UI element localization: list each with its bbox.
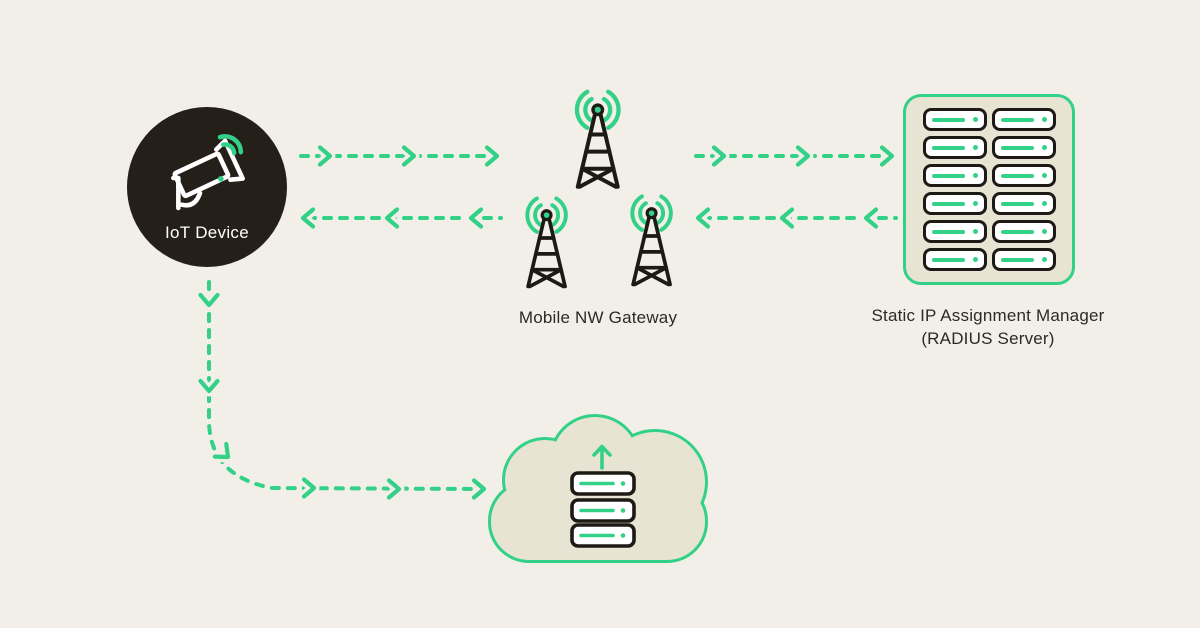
server-led-bar: [1000, 145, 1034, 150]
radius-server-label-line2: (RADIUS Server): [921, 329, 1055, 348]
iot-device-label: IoT Device: [165, 223, 249, 242]
server-led-dot: [972, 173, 978, 178]
server-unit: [922, 220, 987, 243]
radius-server-box: [903, 94, 1075, 285]
server-led-dot: [1041, 229, 1047, 234]
server-unit: [922, 248, 987, 271]
iot-to-cloud-arrowheads: [201, 295, 485, 498]
server-led-bar: [1000, 201, 1034, 206]
server-led-bar: [931, 229, 965, 234]
server-grid: [922, 108, 1056, 271]
server-led-dot: [1041, 201, 1047, 206]
cell-tower-icon: [555, 87, 641, 193]
server-led-dot: [972, 117, 978, 122]
iot-device-node: IoT Device: [127, 107, 287, 267]
server-led-dot: [1041, 173, 1047, 178]
server-led-dot: [972, 201, 978, 206]
server-unit: [991, 248, 1056, 271]
iot-to-cloud-line: [207, 280, 482, 491]
cloud-server-units: [570, 471, 636, 548]
server-unit: [991, 220, 1056, 243]
wifi-signal-arcs: [217, 134, 244, 156]
uplink-iot-to-gateway-arrowheads: [320, 148, 497, 165]
server-led-dot: [1041, 145, 1047, 150]
gateway-label: Mobile NW Gateway: [518, 308, 678, 327]
server-led-dot: [1041, 257, 1047, 262]
cctv-camera-icon: [171, 134, 245, 211]
camera-status-dot: [218, 176, 224, 182]
server-led-bar: [1000, 229, 1034, 234]
server-led-bar: [931, 173, 965, 178]
server-led-dot: [1041, 117, 1047, 122]
upload-arrow-icon: [592, 444, 612, 470]
cell-tower-icon: [525, 196, 568, 289]
cell-tower-icon: [630, 194, 673, 287]
server-unit: [991, 136, 1056, 159]
server-led-bar: [931, 145, 965, 150]
server-unit: [991, 108, 1056, 131]
server-led-bar: [1000, 173, 1034, 178]
radius-server-label-line1: Static IP Assignment Manager: [871, 306, 1105, 325]
server-unit: [922, 164, 987, 187]
server-led-dot: [972, 145, 978, 150]
server-unit: [922, 192, 987, 215]
server-unit: [922, 108, 987, 131]
uplink-gateway-to-radius-arrowheads: [714, 148, 892, 165]
cloud-upload-servers-icon: [488, 414, 708, 563]
server-led-dot: [972, 257, 978, 262]
radius-server-label: Static IP Assignment Manager (RADIUS Ser…: [827, 304, 1149, 350]
server-led-dot: [972, 229, 978, 234]
server-led-bar: [931, 201, 965, 206]
server-unit: [991, 164, 1056, 187]
server-unit: [991, 192, 1056, 215]
server-led-bar: [931, 117, 965, 122]
server-led-bar: [931, 257, 965, 262]
server-led-bar: [1000, 117, 1034, 122]
server-led-bar: [1000, 257, 1034, 262]
server-unit: [922, 136, 987, 159]
